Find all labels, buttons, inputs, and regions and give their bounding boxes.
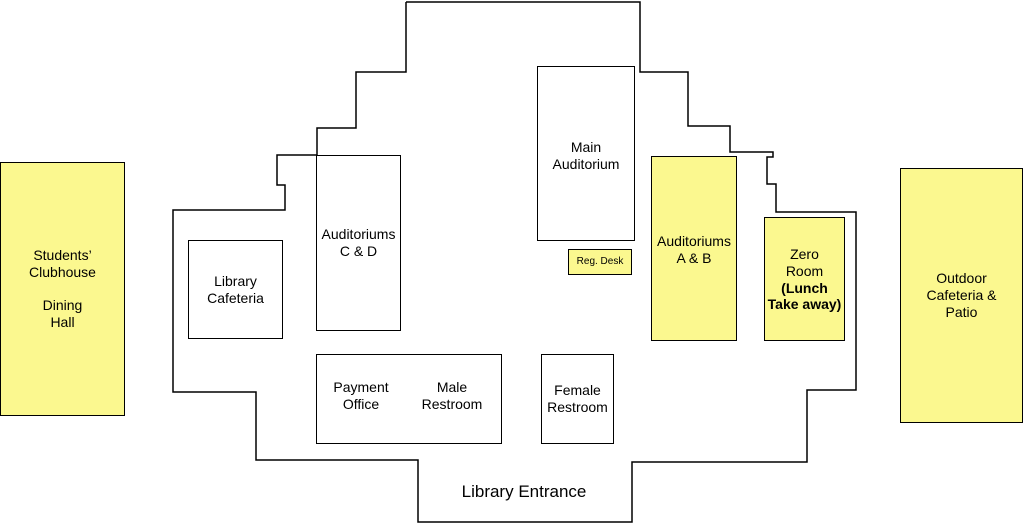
zero-room-note: (Lunch Take away) [767, 279, 842, 313]
outdoor-cafeteria-patio[interactable]: Outdoor Cafeteria & Patio [900, 168, 1023, 423]
students-clubhouse-label: Students’ Clubhouse Dining Hall [29, 247, 96, 331]
zero-room-label: Zero Room [785, 246, 824, 279]
main-auditorium-label: Main Auditorium [552, 139, 620, 172]
reg-desk-label: Reg. Desk [576, 256, 624, 267]
main-auditorium[interactable]: Main Auditorium [537, 66, 635, 241]
outdoor-cafeteria-label: Outdoor Cafeteria & Patio [926, 270, 997, 320]
library-cafeteria-label: Library Cafeteria [207, 272, 264, 306]
auditoriums-c-d-label: Auditoriums C & D [321, 226, 396, 259]
students-clubhouse-dining-hall[interactable]: Students’ Clubhouse Dining Hall [0, 162, 125, 416]
male-restroom[interactable]: Male Restroom [421, 379, 483, 412]
payment-office[interactable]: Payment Office [333, 379, 389, 412]
library-entrance-label[interactable]: Library Entrance [461, 481, 587, 501]
auditoriums-a-b[interactable]: Auditoriums A & B [651, 156, 737, 341]
library-cafeteria[interactable]: Library Cafeteria [188, 240, 283, 339]
female-restroom[interactable]: Female Restroom [541, 354, 614, 444]
auditoriums-a-b-label: Auditoriums A & B [657, 233, 731, 266]
building-outline [172, 1, 857, 523]
reg-desk[interactable]: Reg. Desk [568, 249, 632, 275]
auditoriums-c-d[interactable]: Auditoriums C & D [316, 155, 401, 331]
zero-room[interactable]: Zero Room (Lunch Take away) [764, 217, 845, 341]
payment-office-male-restroom-block [316, 354, 502, 444]
female-restroom-label: Female Restroom [547, 382, 608, 415]
